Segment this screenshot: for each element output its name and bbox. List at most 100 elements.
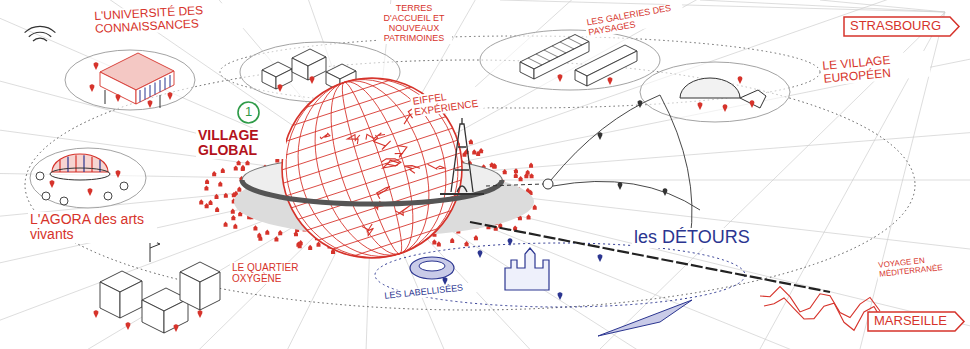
gallery-rib bbox=[528, 58, 542, 65]
map-pin bbox=[198, 310, 203, 318]
house-mark bbox=[474, 235, 478, 240]
oxygen-quarter-sketch bbox=[94, 240, 220, 333]
house-mark bbox=[212, 171, 216, 176]
hub-branch bbox=[553, 181, 700, 210]
gallery-rib bbox=[544, 50, 558, 57]
house-mark bbox=[232, 192, 236, 197]
map-pin bbox=[598, 132, 603, 140]
hatch-line bbox=[170, 75, 171, 87]
building-right bbox=[164, 299, 188, 333]
dome-stripe bbox=[99, 160, 100, 172]
house-mark bbox=[215, 207, 219, 212]
place-label: VOYAGE EN MÉDITERRANÉE bbox=[876, 254, 953, 279]
house-mark bbox=[231, 215, 235, 220]
village-dome bbox=[680, 78, 740, 98]
radial-line bbox=[760, 12, 945, 349]
agora-base bbox=[50, 168, 110, 180]
dashed-link bbox=[486, 184, 543, 186]
colosseum-inner bbox=[419, 261, 445, 271]
eiffel-tower bbox=[440, 118, 484, 194]
place-label: LE VILLAGE EUROPÉEN bbox=[820, 51, 931, 87]
map-pin bbox=[663, 188, 668, 196]
dome-stripe bbox=[83, 155, 84, 172]
continent-scribble bbox=[362, 223, 375, 236]
house-mark bbox=[274, 236, 278, 241]
hatch-line bbox=[155, 83, 156, 95]
cluster-ellipse bbox=[640, 62, 790, 122]
continent-scribble bbox=[395, 204, 414, 217]
flag-mark bbox=[150, 240, 160, 262]
house-mark bbox=[519, 176, 523, 181]
house-mark bbox=[278, 230, 282, 235]
route-label: les DÉTOURS bbox=[632, 228, 776, 248]
building-right bbox=[200, 272, 220, 310]
continent-scribble bbox=[393, 143, 409, 158]
place-label: TERRES D'ACCUEIL ET NOUVEAUX PATRIMOINES bbox=[376, 4, 452, 44]
house-left bbox=[292, 58, 308, 80]
continent-scribble bbox=[372, 131, 392, 151]
continent-scribble bbox=[364, 129, 385, 141]
map-pin bbox=[174, 324, 179, 332]
table-mark bbox=[60, 197, 68, 205]
gallery-rib bbox=[536, 54, 550, 61]
city-arrow-box: STRASBOURG bbox=[843, 16, 960, 37]
pillar bbox=[160, 95, 161, 108]
house-mark bbox=[253, 225, 257, 230]
house-mark bbox=[299, 240, 303, 245]
cluster-ellipse bbox=[480, 30, 660, 90]
map-pin bbox=[90, 84, 95, 92]
house-mark bbox=[472, 149, 476, 154]
map-pin bbox=[116, 94, 121, 102]
house-mark bbox=[514, 168, 518, 173]
house-mark bbox=[503, 169, 507, 174]
house-mark bbox=[465, 241, 469, 246]
parallel bbox=[286, 140, 457, 196]
dome-stripe bbox=[59, 160, 60, 172]
node-text: MARSEILLE bbox=[874, 314, 965, 329]
map-pin bbox=[278, 84, 283, 92]
house-mark bbox=[245, 160, 249, 165]
route-line bbox=[470, 222, 830, 292]
radial-line bbox=[700, 0, 945, 12]
house-mark bbox=[308, 245, 312, 250]
house-mark bbox=[514, 173, 518, 178]
gallery-left bbox=[520, 62, 534, 79]
map-pin bbox=[618, 182, 623, 190]
parallel bbox=[286, 96, 426, 141]
parallel bbox=[305, 80, 390, 108]
house-mark bbox=[234, 165, 238, 170]
map-pin bbox=[168, 92, 173, 100]
wifi-arc bbox=[25, 26, 56, 32]
hatch-line bbox=[165, 78, 166, 90]
village-wall bbox=[740, 90, 766, 108]
radial-line bbox=[372, 0, 970, 180]
house-mark bbox=[258, 236, 262, 241]
map-pin bbox=[88, 188, 93, 196]
gallery-rib bbox=[568, 38, 582, 45]
building-left bbox=[142, 300, 164, 333]
coast-sketch bbox=[760, 287, 884, 331]
colosseum bbox=[410, 257, 454, 279]
house-mark bbox=[437, 241, 441, 246]
continent-scribble bbox=[428, 160, 445, 173]
place-label: EIFFEL EXPÉRIENCE bbox=[410, 85, 490, 118]
node-text: 1 bbox=[237, 105, 260, 120]
table-mark bbox=[104, 192, 112, 200]
continent-scribble bbox=[347, 133, 362, 146]
hub-circle bbox=[543, 179, 553, 189]
house-mark bbox=[476, 151, 480, 156]
triangle-form bbox=[598, 300, 692, 336]
continent-scribble bbox=[381, 158, 400, 170]
hatch-line bbox=[140, 90, 141, 102]
map-pin bbox=[750, 100, 755, 108]
parallel bbox=[283, 128, 452, 183]
map-pin bbox=[443, 277, 448, 285]
hub-branch bbox=[551, 95, 660, 180]
gallery-rib bbox=[560, 42, 574, 49]
house-mark bbox=[199, 199, 203, 204]
house-mark bbox=[450, 238, 454, 243]
house-mark bbox=[205, 179, 209, 184]
